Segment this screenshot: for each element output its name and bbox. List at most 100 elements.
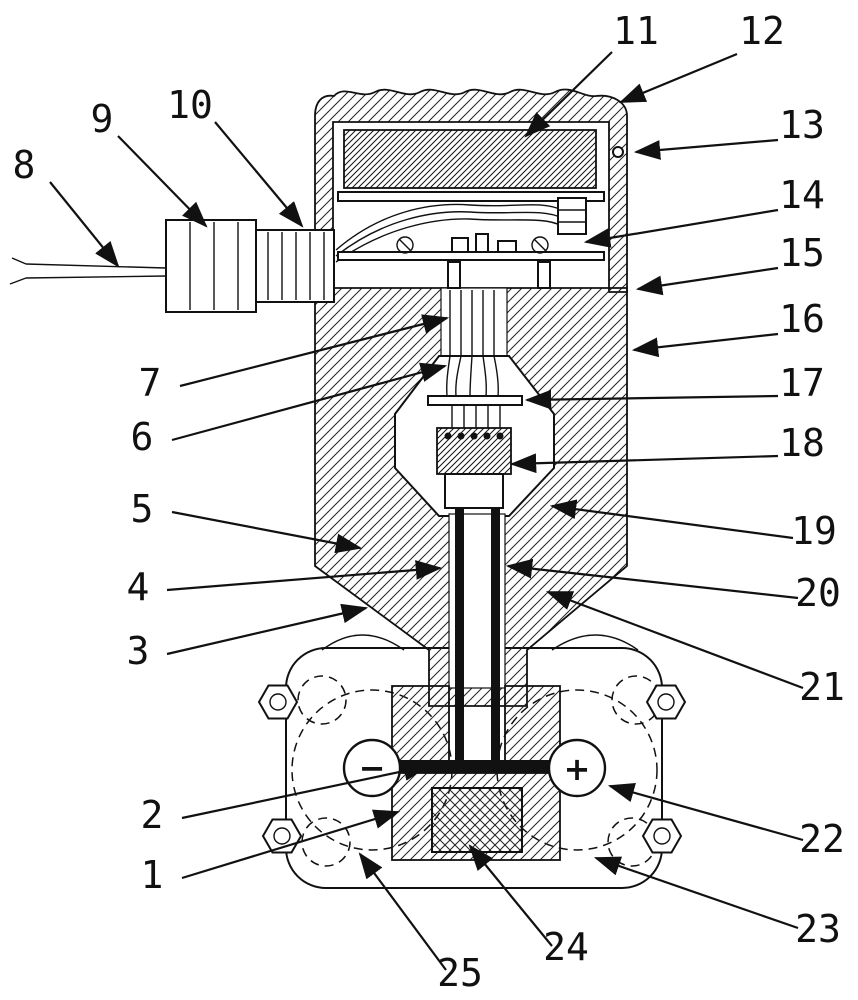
cap-housing <box>314 88 628 293</box>
callout-10: 10 <box>167 83 213 127</box>
callout-22: 22 <box>799 817 845 861</box>
flying-leads <box>335 203 563 263</box>
leader-20 <box>505 558 799 600</box>
signal-cable <box>9 257 167 285</box>
leader-4 <box>166 560 443 592</box>
gland-hex-nut <box>165 219 257 313</box>
leader-7 <box>179 314 450 388</box>
callout-4: 4 <box>127 565 150 609</box>
hex-bolt-bottom-right <box>641 818 683 854</box>
plus-symbol: + <box>564 750 591 788</box>
cap-potting-block <box>343 129 597 189</box>
board-screw-left-slot <box>398 238 412 252</box>
cap-inner-plate <box>337 191 605 202</box>
callout-14: 14 <box>779 173 825 217</box>
board-component-1 <box>451 237 469 253</box>
board-standoff-left <box>447 261 461 289</box>
board-connector <box>557 197 587 235</box>
callout-1: 1 <box>141 853 164 897</box>
diaphragm-circle-right <box>496 689 658 851</box>
hex-bolt-top-right <box>645 684 687 720</box>
board-screw-left <box>396 236 414 254</box>
sensor-block-dots <box>444 432 504 440</box>
wire-channel <box>440 287 508 361</box>
leader-12 <box>618 52 738 104</box>
transmitter-body <box>314 287 628 707</box>
bolt-hole-top-left <box>297 675 347 725</box>
hex-bolt-top-left <box>257 684 299 720</box>
board-component-3 <box>497 240 517 253</box>
gland-threads <box>267 232 325 300</box>
sensor-base-block <box>444 473 504 509</box>
callout-7: 7 <box>139 361 162 405</box>
callout-25: 25 <box>437 951 483 995</box>
callout-23: 23 <box>795 907 841 951</box>
leader-10 <box>214 121 304 228</box>
bottom-plug-block <box>431 787 523 853</box>
callout-19: 19 <box>791 509 837 553</box>
board-standoff-right <box>537 261 551 289</box>
center-block-left <box>391 685 450 765</box>
board-screw-right-slot <box>533 238 547 252</box>
pcb <box>337 251 605 261</box>
leader-9 <box>117 135 208 228</box>
callout-6: 6 <box>131 415 154 459</box>
cavity-wires <box>446 355 499 397</box>
leader-6 <box>171 362 448 442</box>
cable-gland <box>9 219 335 313</box>
hex-bolt-top-left-center <box>269 693 287 711</box>
hex-bolt-bottom-right-center <box>653 827 671 845</box>
leader-19 <box>549 499 794 540</box>
minus-symbol: − <box>359 749 386 787</box>
leader-13 <box>633 138 779 160</box>
center-block-right <box>504 685 561 765</box>
leader-11 <box>524 51 613 138</box>
callout-labels: 1 2 3 4 5 6 7 8 9 10 11 12 13 14 15 16 1… <box>13 9 845 995</box>
gland-threaded-body <box>255 229 335 303</box>
callout-9: 9 <box>91 97 114 141</box>
callout-5: 5 <box>131 487 154 531</box>
leader-16 <box>631 332 779 358</box>
board-component-2 <box>475 233 489 253</box>
leader-8 <box>49 181 120 268</box>
impulse-tube-left <box>455 508 464 766</box>
leader-5 <box>171 510 363 554</box>
flange-top-lobe-right <box>551 634 639 651</box>
pressure-port-plus <box>547 738 607 798</box>
cap-shell <box>314 88 628 293</box>
bolt-hole-bottom-left <box>301 817 351 867</box>
callout-3: 3 <box>127 629 150 673</box>
lead-wires <box>449 290 495 356</box>
process-flange-core: − + <box>342 508 607 861</box>
impulse-tube-right <box>491 508 500 766</box>
callout-2: 2 <box>141 793 164 837</box>
callout-18: 18 <box>779 421 825 465</box>
leader-17 <box>524 389 779 410</box>
callout-16: 16 <box>779 297 825 341</box>
board-screw-right <box>531 236 549 254</box>
leader-14 <box>583 208 779 248</box>
callout-17: 17 <box>779 361 825 405</box>
leader-23 <box>593 856 799 930</box>
callout-leaders <box>49 51 804 971</box>
cap-seal-ring <box>612 146 624 158</box>
leader-21 <box>545 590 804 690</box>
callout-11: 11 <box>613 9 659 53</box>
circuit-board <box>335 197 605 289</box>
leader-24 <box>468 844 553 947</box>
leader-18 <box>509 453 779 474</box>
leader-2 <box>181 761 431 820</box>
pressure-port-minus <box>342 738 402 798</box>
gland-nut-flats <box>189 222 239 310</box>
header-pins <box>451 405 501 428</box>
callout-15: 15 <box>779 231 825 275</box>
callout-13: 13 <box>779 103 825 147</box>
hex-bolt-top-right-center <box>657 693 675 711</box>
callout-21: 21 <box>799 665 845 709</box>
callout-12: 12 <box>739 9 785 53</box>
callout-20: 20 <box>795 571 841 615</box>
callout-8: 8 <box>13 143 36 187</box>
leader-3 <box>166 603 369 656</box>
